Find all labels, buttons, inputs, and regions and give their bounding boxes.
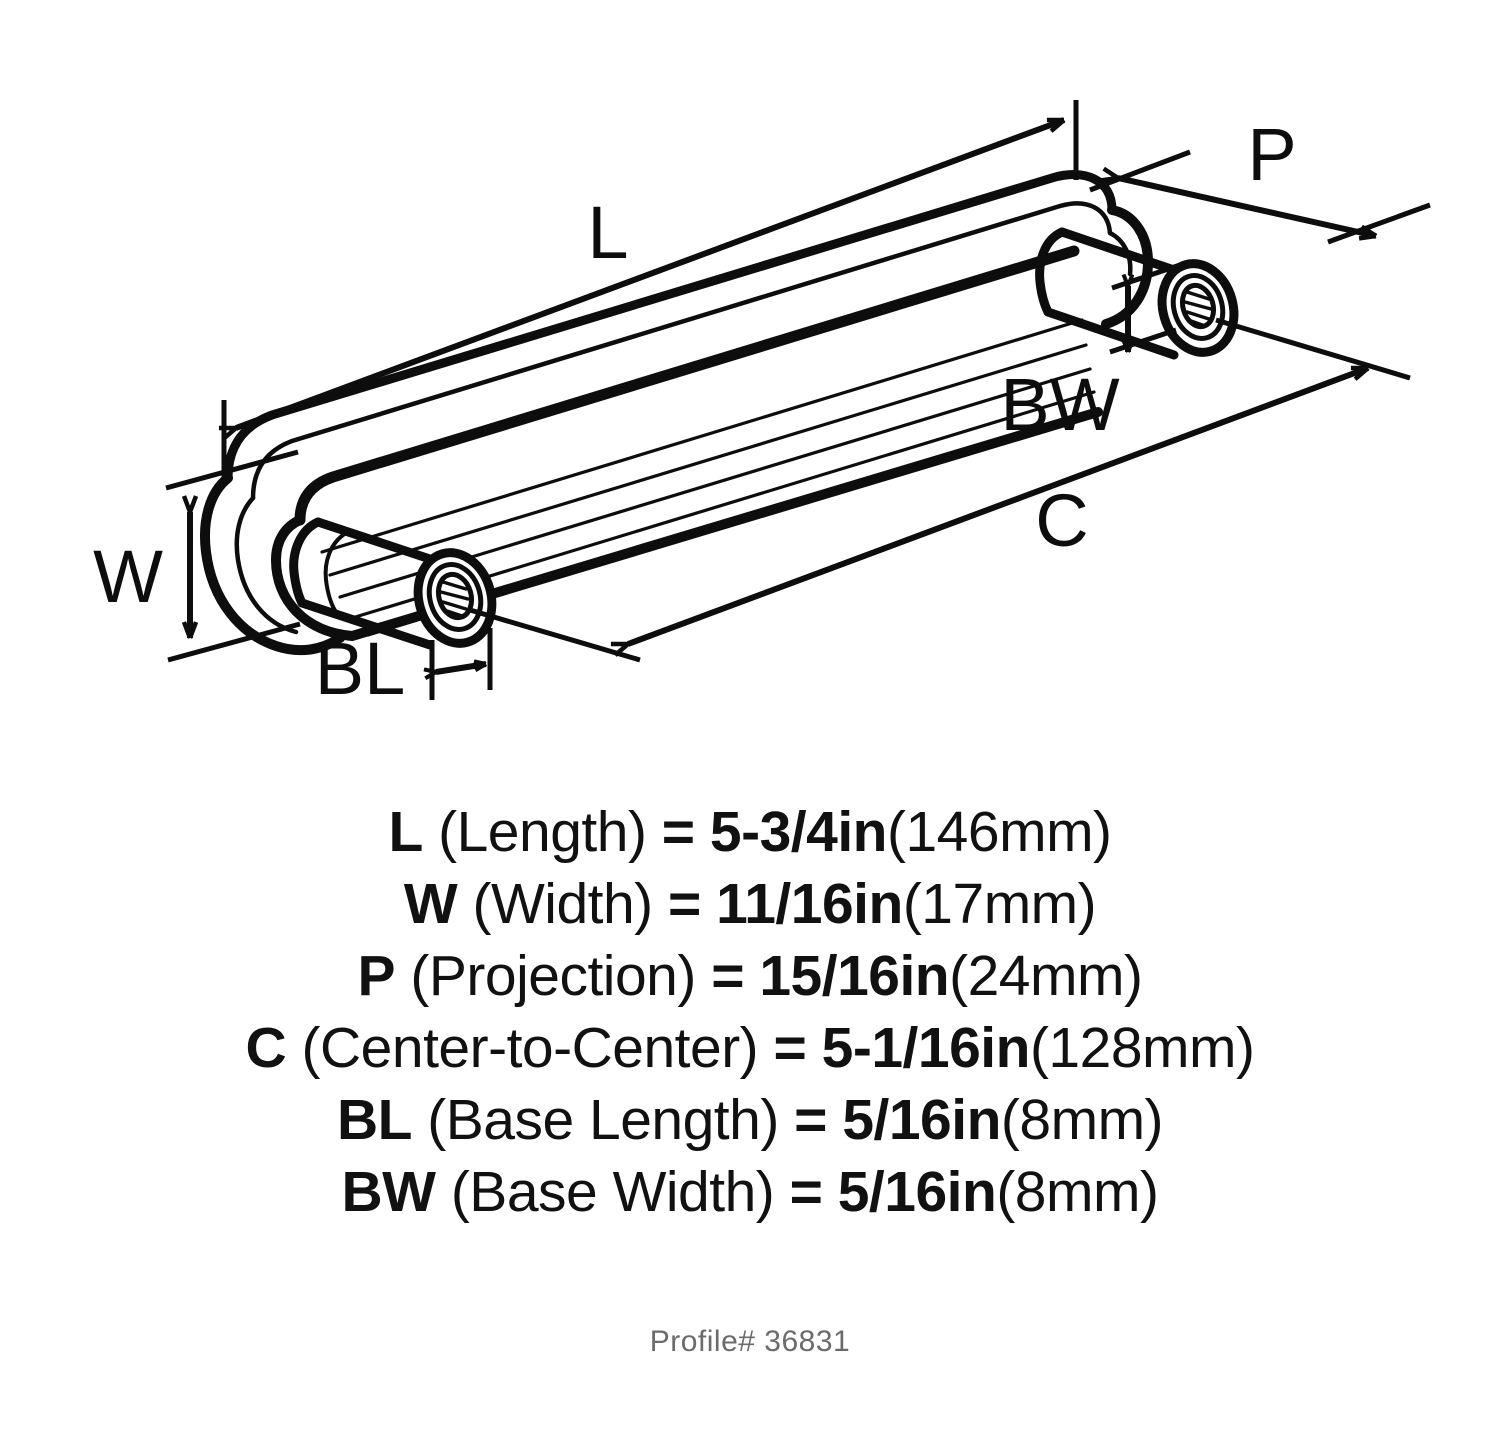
bw-lower-extension-line (1109, 327, 1177, 355)
spec-value-inches: 5-1/16in (821, 1016, 1031, 1080)
left-mounting-post (289, 517, 497, 650)
projection-label: P (1247, 113, 1296, 196)
spec-name: (Length) (438, 800, 647, 864)
width-label: W (93, 535, 163, 618)
spec-value-inches: 11/16in (716, 872, 903, 936)
center-to-center-label: C (1035, 479, 1088, 562)
bar-ridge-line (294, 245, 1080, 526)
left-post-bottom-edge (297, 598, 435, 650)
left-post-root (289, 517, 323, 608)
spec-value-inches: 5/16in (842, 1088, 1001, 1152)
spec-equals: = (668, 872, 701, 936)
spec-value-inches: 15/16in (759, 944, 950, 1008)
base-length-label: BL (315, 627, 406, 710)
c-left-extension-line (469, 607, 641, 663)
spec-equals: = (794, 1088, 827, 1152)
spec-value-mm: (24mm) (949, 944, 1143, 1008)
spec-row-base-width: BW (Base Width) = 5/16in(8mm) (0, 1156, 1500, 1228)
bar-left-endcap-outer (200, 473, 345, 656)
bar-left-endcap-inner (234, 495, 299, 635)
spec-row-length: L (Length) = 5-3/4in(146mm) (0, 796, 1500, 868)
bl-dimension-line (436, 664, 486, 672)
spec-name: (Center-to-Center) (301, 1016, 759, 1080)
spec-symbol: C (245, 1016, 287, 1080)
spec-name: (Width) (472, 872, 654, 936)
left-post-root-echo (323, 531, 348, 614)
spec-name: (Base Length) (427, 1088, 779, 1152)
specification-list: L (Length) = 5-3/4in(146mm) W (Width) = … (0, 796, 1500, 1228)
length-label: L (587, 191, 628, 274)
spec-symbol: BL (336, 1088, 412, 1152)
w-lower-extension-line (167, 621, 301, 663)
spec-symbol: BW (341, 1160, 436, 1224)
profile-number: Profile# 36831 (649, 1325, 851, 1358)
dimension-center-to-center: C (469, 317, 1411, 663)
pull-handle-technical-drawing: L P C BW (93, 100, 1431, 710)
right-post-root (1035, 227, 1067, 317)
dimension-projection: P (1089, 113, 1431, 245)
c-dimension-line (628, 365, 1368, 644)
spec-value-mm: (8mm) (1000, 1088, 1164, 1152)
spec-value-mm: (8mm) (996, 1160, 1159, 1224)
right-post-top-edge (1057, 227, 1185, 277)
spec-row-center-to-center: C (Center-to-Center) = 5-1/16in(128mm) (0, 1012, 1500, 1084)
spec-value-inches: 5/16in (837, 1160, 997, 1224)
right-post-bottom-edge (1043, 307, 1179, 360)
spec-value-inches: 5-3/4in (709, 800, 888, 864)
spec-symbol: L (388, 800, 423, 864)
spec-symbol: P (357, 944, 396, 1008)
bar-bottom-outline (270, 407, 1103, 642)
right-screw-thread-lines (1183, 290, 1213, 328)
right-mounting-post (1035, 227, 1239, 360)
left-screw-thread-lines (439, 580, 470, 618)
length-dimension-line (236, 117, 1064, 428)
spec-value-mm: (17mm) (902, 872, 1097, 936)
projection-dimension-line (1118, 178, 1376, 236)
spec-row-projection: P (Projection) = 15/16in(24mm) (0, 940, 1500, 1012)
spec-equals: = (661, 800, 695, 864)
spec-name: (Projection) (410, 944, 696, 1008)
spec-equals: = (789, 1160, 823, 1224)
left-post-top-edge (313, 517, 441, 566)
spec-value-mm: (146mm) (887, 800, 1112, 864)
dimension-width: W (93, 449, 301, 663)
spec-equals: = (711, 944, 744, 1008)
dimension-length: L (224, 100, 1079, 480)
spec-equals: = (773, 1016, 807, 1080)
dimension-base-width: BW (1000, 262, 1181, 446)
w-upper-extension-line (165, 449, 299, 491)
spec-row-width: W (Width) = 11/16in(17mm) (0, 868, 1500, 940)
spec-value-mm: (128mm) (1029, 1016, 1255, 1080)
spec-name: (Base Width) (450, 1160, 775, 1224)
spec-symbol: W (403, 872, 458, 936)
c-right-extension-line (1215, 317, 1411, 381)
dimension-base-length: BL (315, 627, 493, 710)
spec-row-base-length: BL (Base Length) = 5/16in(8mm) (0, 1084, 1500, 1156)
projection-far-extension-line (1327, 202, 1431, 245)
base-width-label: BW (1000, 363, 1119, 446)
